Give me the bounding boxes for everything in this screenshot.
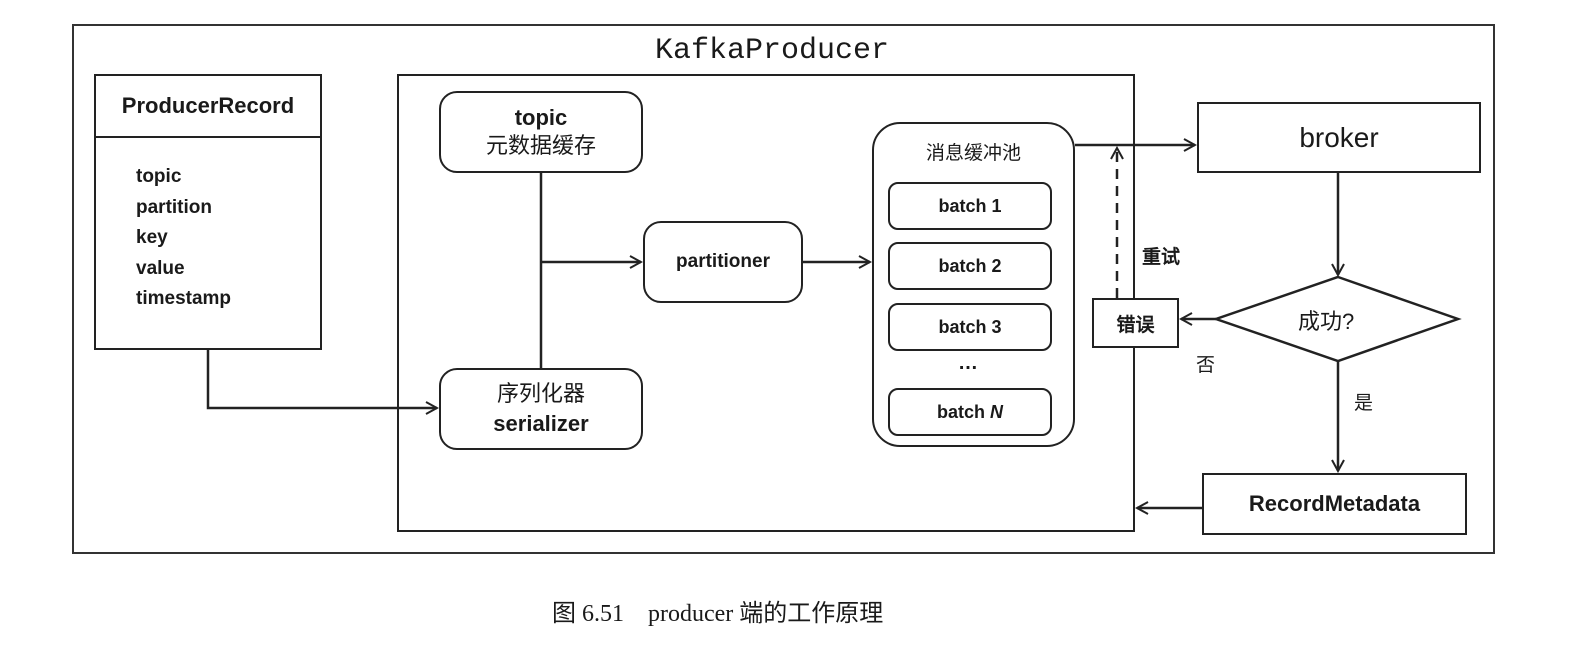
batch-n-suffix: N [990,401,1003,422]
container-title: KafkaProducer [655,34,890,68]
batch-ellipsis: … [958,352,978,374]
field-timestamp: timestamp [136,288,232,309]
topic-metadata-cache-node: topic 元数据缓存 [439,91,643,173]
figure-frame [72,24,1495,554]
no-label: 否 [1196,355,1216,376]
partitioner-node: partitioner [643,221,803,303]
buffer-pool-title: 消息缓冲池 [925,143,1021,164]
topic-cache-line2: 元数据缓存 [485,133,596,158]
batch-n-prefix: batch [936,401,990,422]
message-buffer-pool: 消息缓冲池 batch 1 batch 2 batch 3 … batch N [872,122,1075,447]
serializer-line2: serializer [493,411,589,436]
error-node: 错误 [1092,298,1179,348]
producer-record-fields: topic partition key value timestamp [96,138,320,315]
broker-node: broker [1197,102,1481,173]
edge-record-to-serializer [206,350,437,408]
yes-label: 是 [1354,393,1374,414]
field-partition: partition [136,196,212,218]
batch-2: batch 2 [888,242,1052,290]
producer-record-box: ProducerRecord topic partition key value… [94,74,322,350]
field-key: key [136,227,168,248]
record-metadata-node: RecordMetadata [1202,473,1467,535]
serializer-node: 序列化器 serializer [439,368,643,450]
batch-3: batch 3 [888,303,1052,351]
batch-n: batch N [888,388,1052,436]
topic-cache-line1: topic [514,105,568,130]
decision-label: 成功? [1298,309,1355,334]
serializer-line1: 序列化器 [496,381,585,406]
field-topic: topic [136,166,182,187]
retry-label: 重试 [1142,247,1181,268]
field-value: value [136,257,185,279]
producer-record-title: ProducerRecord [96,76,320,138]
figure-caption: 图 6.51 producer 端的工作原理 [552,601,884,627]
batch-1: batch 1 [888,182,1052,230]
